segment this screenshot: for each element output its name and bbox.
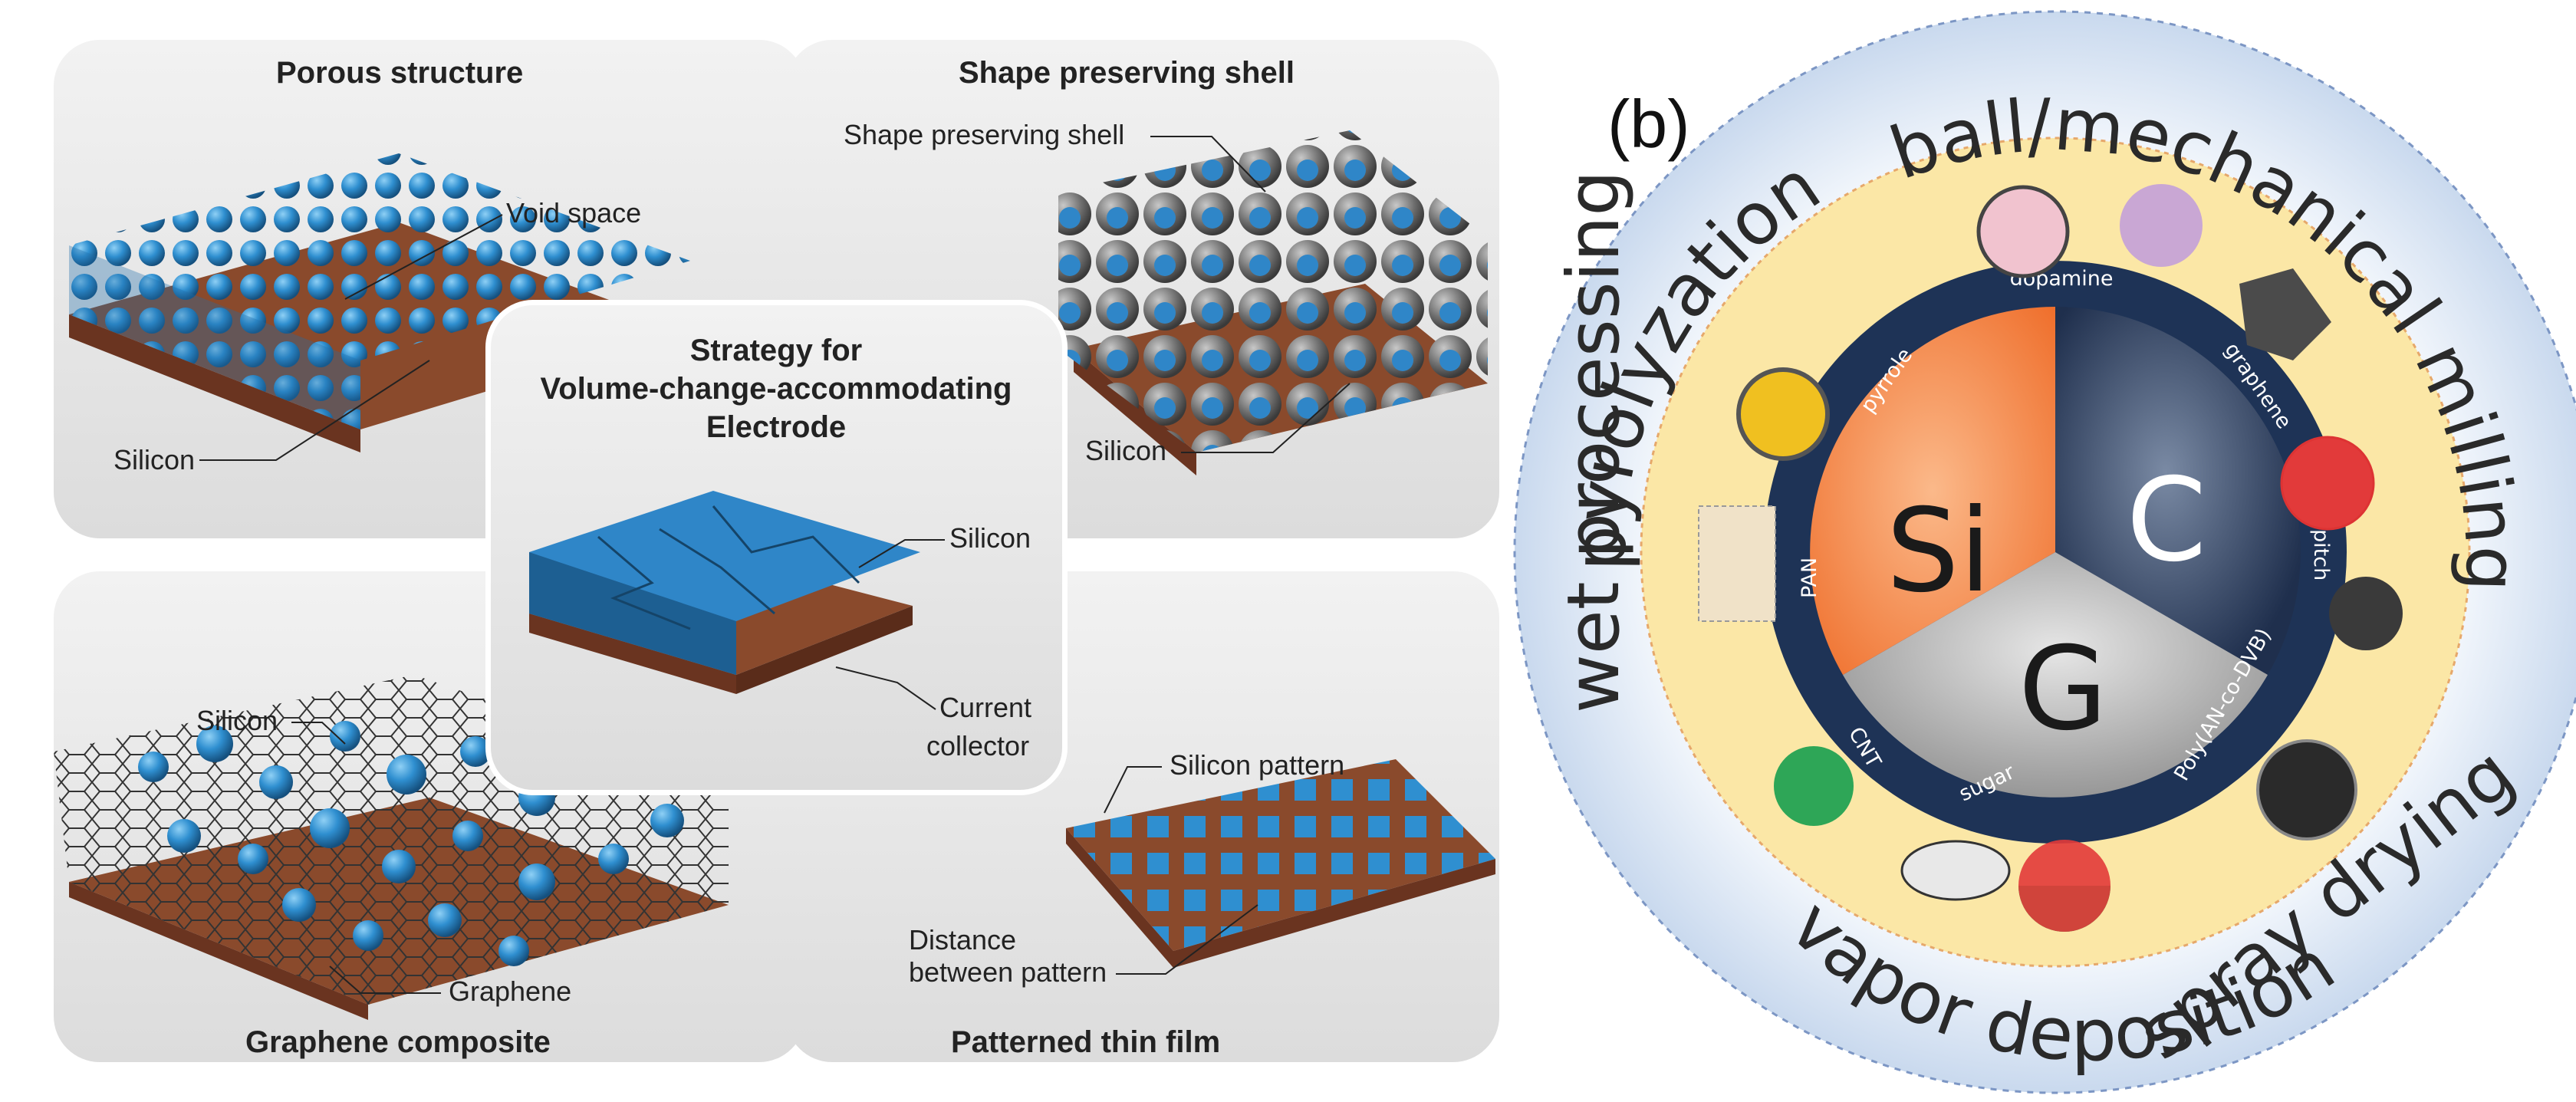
si-sector (1810, 307, 2055, 675)
center-title-1: Strategy for (690, 334, 863, 367)
graphene-silicon-label: Silicon (196, 705, 278, 736)
distance-label-2: between pattern (909, 956, 1107, 988)
porous-particle-icon (1976, 185, 2070, 278)
center-silicon-label: Silicon (949, 522, 1031, 554)
shell-silicon-label: Silicon (1085, 435, 1166, 466)
yolk-shell-icon (2280, 436, 2375, 531)
thinfilm-illustration (1066, 759, 1495, 968)
distance-label-1: Distance (909, 924, 1016, 956)
porous-silicon-label: Silicon (114, 444, 195, 475)
porous-title: Porous structure (276, 56, 523, 90)
graphene-label: Graphene (449, 975, 571, 1007)
electrode-illustration (529, 491, 920, 694)
g-sector (1843, 552, 2268, 798)
chain-icon (1900, 840, 2011, 901)
silicon-pattern-label: Silicon pattern (1170, 749, 1344, 781)
porous-structure-illustration (69, 153, 690, 452)
shell-label: Shape preserving shell (844, 119, 1124, 150)
center-title-2: Volume-change-accommodating (541, 372, 1012, 406)
lattice-particle-icon (2120, 184, 2203, 267)
cracked-particle-icon (1736, 367, 1830, 461)
collector-label: collector (926, 730, 1029, 762)
void-space-label: Void space (506, 197, 641, 229)
shell-title: Shape preserving shell (959, 56, 1295, 90)
current-label: Current (939, 692, 1031, 723)
src-pan: PAN (1798, 558, 1821, 598)
flake-icon (2239, 268, 2331, 360)
panel-b-label: (b) (1607, 86, 1690, 162)
c-sector (2055, 307, 2301, 675)
center-title-3: Electrode (706, 410, 846, 444)
particle-icons (1698, 184, 2403, 932)
thinfilm-title: Patterned thin film (951, 1025, 1220, 1059)
src-pitch: pitch (2309, 529, 2333, 581)
core-c: C (2127, 454, 2207, 587)
core-g: G (2018, 623, 2107, 756)
core-shell-icon (2329, 577, 2403, 650)
fiber-icon (1698, 505, 1776, 622)
graphene-title: Graphene composite (245, 1025, 551, 1059)
method-wet-processing: wet processing (1552, 170, 1636, 713)
cnt-composite-icon (1774, 746, 1854, 826)
pomegranate-icon (2256, 739, 2357, 840)
core-si: Si (1887, 485, 1992, 618)
panel-a: (a) Porous structure Void space Silicon … (54, 37, 1499, 1062)
shell-illustration (1058, 130, 1488, 475)
